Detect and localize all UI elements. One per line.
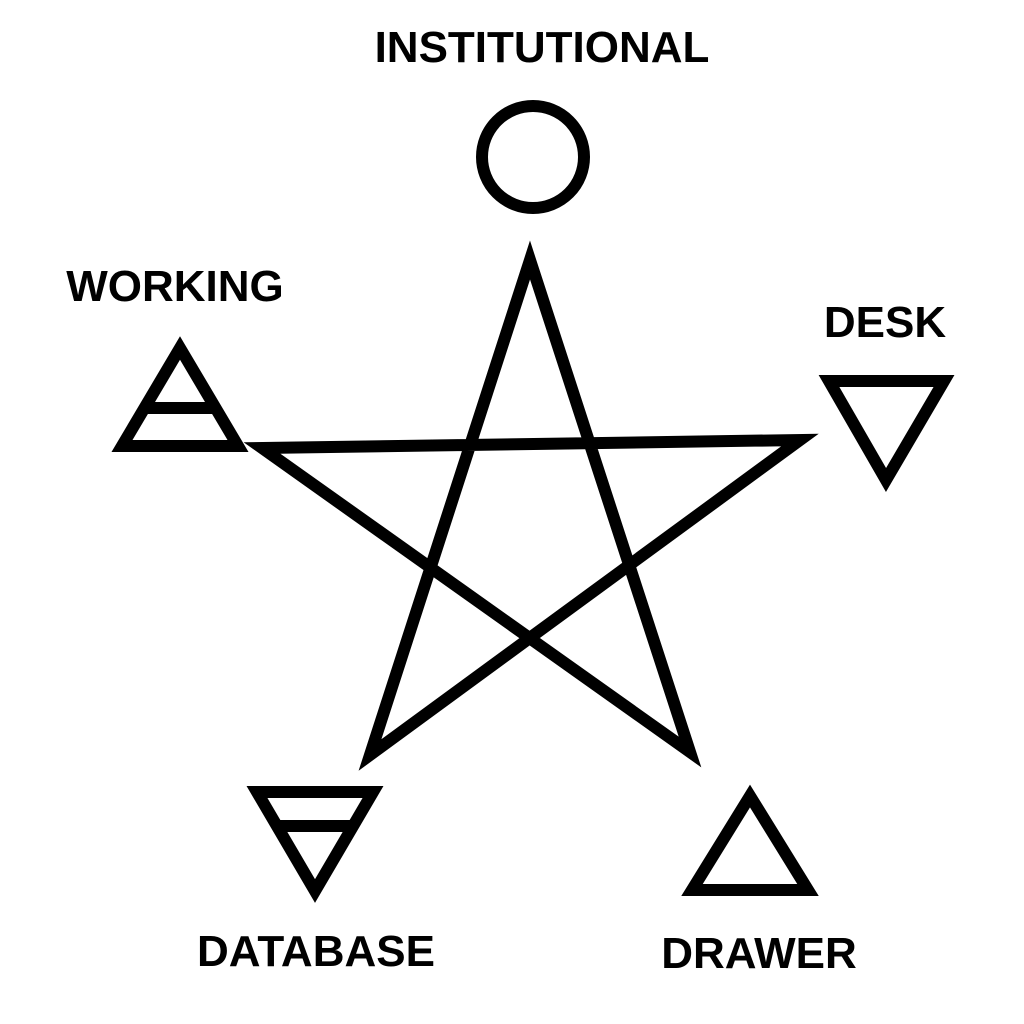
up-triangle-icon (681, 784, 819, 896)
node-label-drawer: DRAWER (661, 929, 857, 978)
node-label-desk: DESK (824, 298, 946, 347)
down-triangle-icon (818, 375, 955, 492)
node-label-working: WORKING (66, 262, 284, 311)
down-triangle-barred-icon (246, 786, 384, 903)
node-working: WORKING (66, 262, 284, 452)
node-institutional: INSTITUTIONAL (375, 23, 710, 214)
up-triangle-barred-icon (111, 336, 249, 452)
node-database: DATABASE (197, 786, 435, 976)
node-label-institutional: INSTITUTIONAL (375, 23, 710, 72)
node-label-database: DATABASE (197, 927, 435, 976)
node-drawer: DRAWER (661, 784, 857, 978)
pentagram-star (243, 240, 819, 771)
node-desk: DESK (818, 298, 955, 492)
circle-icon (476, 100, 590, 214)
